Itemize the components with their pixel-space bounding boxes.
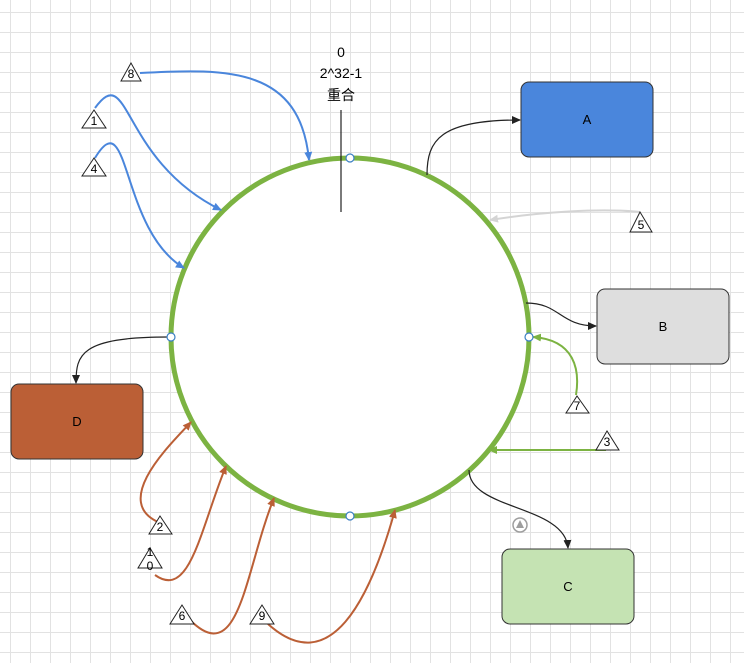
key-8-marker[interactable]: 8 [120,61,142,82]
key-5-marker[interactable]: 5 [629,210,653,233]
key-2-arrow [139,421,192,523]
node-d[interactable]: D [10,383,144,460]
node-b-label: B [659,319,668,334]
key-1-label: 1 [91,114,98,128]
key-7-arrow [532,333,579,396]
ring-point-bottom[interactable] [345,511,355,521]
node-a-box[interactable] [520,81,654,158]
key-4-marker[interactable]: 4 [81,157,107,177]
node-b[interactable]: B [596,288,730,365]
key-4-label: 4 [91,162,98,176]
key-3-label: 3 [604,435,611,449]
key-3-marker[interactable]: 3 [595,430,620,451]
top-label-line3: 重合 [327,87,355,103]
node-d-box[interactable] [10,383,144,460]
key-5-arrow [489,209,641,223]
ring-point-left[interactable] [166,332,176,342]
node-b-box[interactable] [596,288,730,365]
ring-to-d-connector [72,336,169,384]
key-9-arrow [267,509,397,644]
key-7-marker[interactable]: 7 [565,395,590,414]
key-2-label: 2 [157,520,164,534]
ring-point-right[interactable] [524,332,534,342]
key-1-arrow [94,94,222,211]
node-c-box[interactable] [501,548,635,625]
ring-point-top[interactable] [345,153,355,163]
node-d-label: D [72,414,81,429]
key-6-marker[interactable]: 6 [169,604,195,625]
key-5-label: 5 [638,218,645,232]
key-2-marker[interactable]: 2 [148,515,173,535]
key-8-label: 8 [128,67,135,81]
node-c[interactable]: C [501,548,635,625]
key-10-arrow [154,465,227,582]
hash-ring [168,155,532,519]
node-a-label: A [583,112,592,127]
top-label-line1: 0 [337,44,345,60]
key-4-arrow [94,142,185,269]
key-1-marker[interactable]: 1 [81,109,107,129]
key-8-arrow [139,70,313,161]
key-7-label: 7 [574,399,581,413]
ring-to-c-connector [468,469,572,549]
key-6-arrow [189,497,275,635]
node-c-label: C [563,579,572,594]
ring-to-b-connector [525,302,597,330]
ring-to-a-connector [426,116,521,176]
key-9-label: 9 [259,609,266,623]
key-9-marker[interactable]: 9 [249,604,275,625]
node-a[interactable]: A [520,81,654,158]
top-label-line2: 2^32-1 [320,65,363,81]
up-circle-icon[interactable] [512,517,528,533]
key-6-label: 6 [179,609,186,623]
